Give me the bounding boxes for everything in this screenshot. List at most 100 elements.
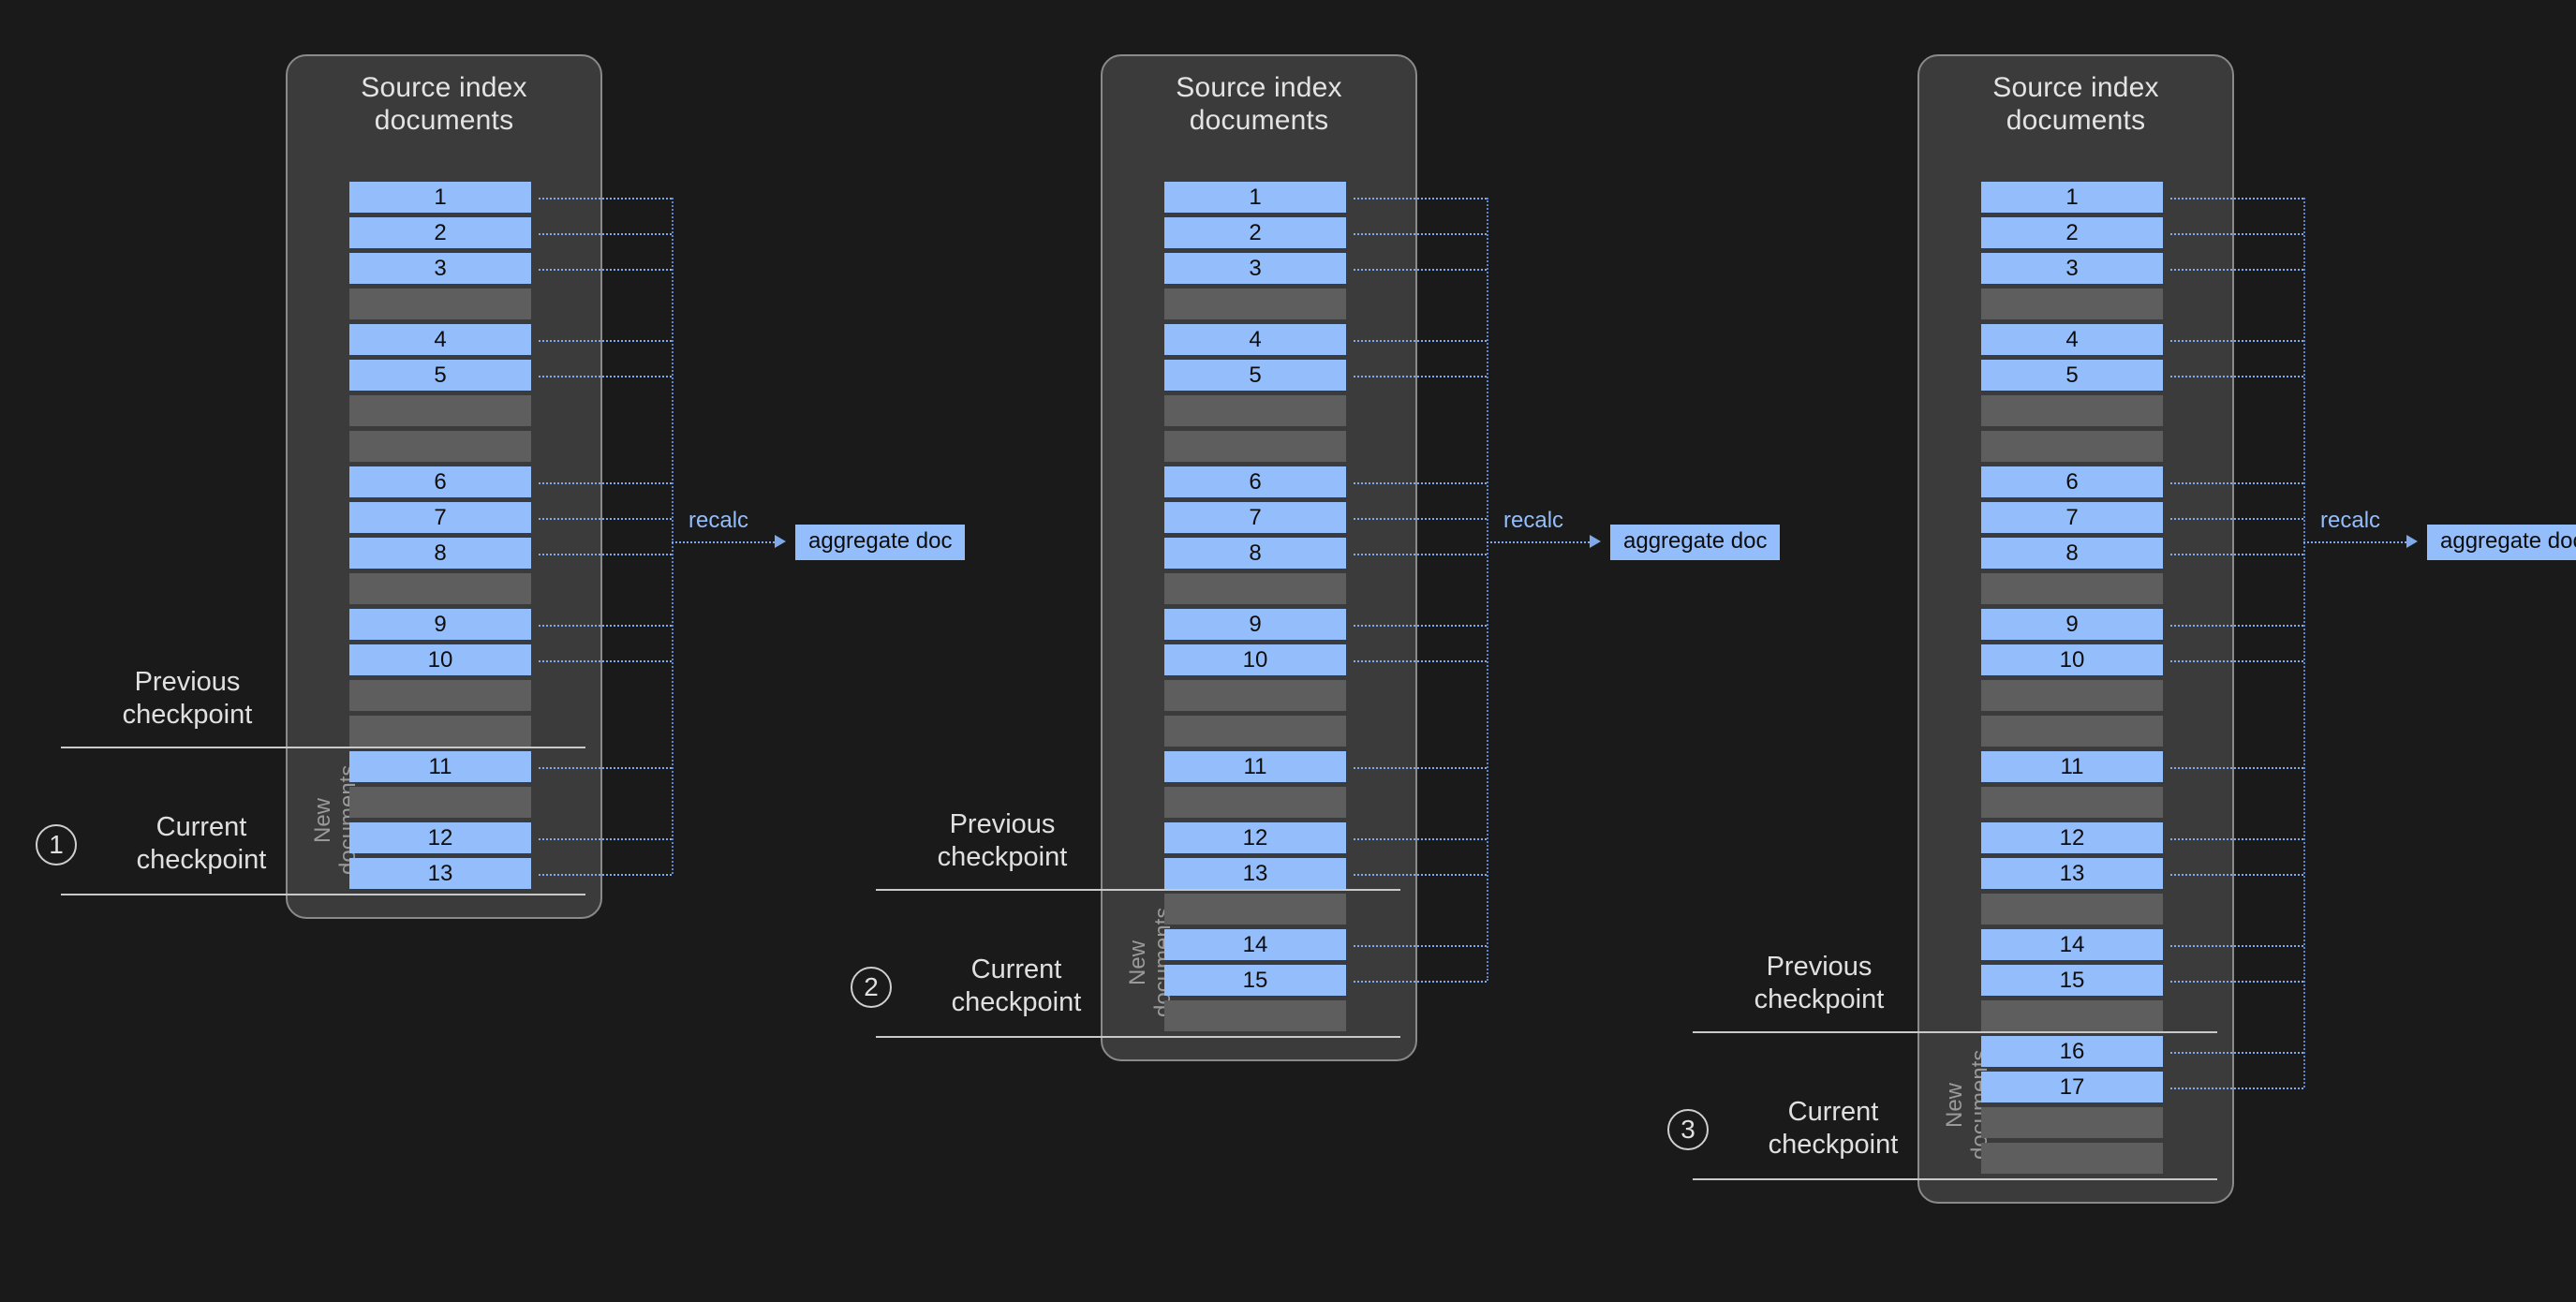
document-row: 10: [1981, 644, 2163, 675]
recalc-arrow-head-2: [1590, 535, 1601, 548]
document-connector: [1354, 659, 1487, 662]
document-row: 4: [349, 324, 531, 355]
document-connector: [539, 232, 672, 235]
document-connector: [2170, 375, 2303, 377]
document-connector: [2170, 268, 2303, 271]
document-connector: [1354, 980, 1487, 983]
document-connector: [2170, 873, 2303, 876]
empty-document-row: [1981, 1107, 2163, 1138]
recalc-label-1: recalc: [688, 508, 749, 533]
document-row: 5: [1164, 360, 1346, 391]
document-connector: [1354, 873, 1487, 876]
empty-document-row: [1981, 1143, 2163, 1174]
document-connector: [1354, 624, 1487, 627]
document-connector: [2170, 339, 2303, 342]
recalc-arrow-line-2: [1487, 541, 1590, 543]
document-connector: [1354, 944, 1487, 947]
document-row: 14: [1164, 929, 1346, 960]
document-connector: [2170, 232, 2303, 235]
document-row: 2: [1981, 217, 2163, 248]
document-connector: [539, 481, 672, 484]
document-connector: [1354, 517, 1487, 520]
document-connector: [1354, 339, 1487, 342]
document-connector: [539, 268, 672, 271]
document-connector: [2170, 1087, 2303, 1089]
document-connector: [2170, 944, 2303, 947]
document-connector: [539, 553, 672, 555]
step-number-badge-1: 1: [36, 824, 77, 866]
document-row: 10: [349, 644, 531, 675]
document-row: 12: [349, 822, 531, 853]
aggregate-doc-box-3: aggregate doc: [2427, 525, 2576, 560]
aggregate-doc-box-1: aggregate doc: [795, 525, 966, 560]
document-row: 11: [349, 751, 531, 782]
empty-document-row: [1164, 894, 1346, 925]
document-row: 1: [349, 182, 531, 213]
document-connector: [539, 766, 672, 769]
empty-document-row: [349, 716, 531, 747]
current-checkpoint-line-1: [61, 894, 585, 895]
document-row: 2: [349, 217, 531, 248]
document-connector: [1354, 553, 1487, 555]
empty-document-row: [1981, 894, 2163, 925]
document-connector: [1354, 481, 1487, 484]
recalc-arrow-head-3: [2406, 535, 2418, 548]
document-connector: [1354, 197, 1487, 200]
aggregation-bus-line-2: [1487, 197, 1488, 981]
document-connector: [539, 659, 672, 662]
document-row: 7: [349, 502, 531, 533]
document-connector: [1354, 375, 1487, 377]
document-connector: [539, 837, 672, 840]
document-connector: [2170, 197, 2303, 200]
document-connector: [1354, 232, 1487, 235]
document-row: 17: [1981, 1072, 2163, 1102]
document-connector: [2170, 553, 2303, 555]
recalc-label-3: recalc: [2320, 508, 2381, 533]
document-row: 8: [349, 538, 531, 569]
document-row: 11: [1981, 751, 2163, 782]
document-row: 15: [1981, 965, 2163, 996]
document-row: 1: [1981, 182, 2163, 213]
document-connector: [2170, 837, 2303, 840]
empty-document-row: [349, 431, 531, 462]
document-row: 13: [1164, 858, 1346, 889]
step-number-badge-2: 2: [851, 967, 892, 1008]
document-row: 3: [1981, 253, 2163, 284]
document-connector: [539, 624, 672, 627]
previous-checkpoint-line-2: [876, 889, 1400, 891]
aggregation-bus-line-3: [2303, 197, 2305, 1087]
document-connector: [1354, 268, 1487, 271]
document-row: 13: [1981, 858, 2163, 889]
document-row: 7: [1164, 502, 1346, 533]
document-row: 7: [1981, 502, 2163, 533]
document-connector: [2170, 1051, 2303, 1054]
empty-document-row: [349, 573, 531, 604]
empty-document-row: [1981, 716, 2163, 747]
document-connector: [1354, 837, 1487, 840]
document-connector: [2170, 481, 2303, 484]
recalc-arrow-line-1: [672, 541, 775, 543]
document-row: 4: [1164, 324, 1346, 355]
empty-document-row: [1164, 787, 1346, 818]
recalc-arrow-line-3: [2303, 541, 2406, 543]
document-row: 3: [349, 253, 531, 284]
document-row: 4: [1981, 324, 2163, 355]
previous-checkpoint-line-3: [1693, 1031, 2217, 1033]
document-connector: [1354, 766, 1487, 769]
aggregation-bus-line-1: [672, 197, 674, 874]
empty-document-row: [1164, 431, 1346, 462]
empty-document-row: [1164, 716, 1346, 747]
empty-document-row: [349, 395, 531, 426]
empty-document-row: [1981, 395, 2163, 426]
document-row: 9: [349, 609, 531, 640]
empty-document-row: [1164, 680, 1346, 711]
document-row: 1: [1164, 182, 1346, 213]
step-number-badge-3: 3: [1667, 1109, 1709, 1150]
